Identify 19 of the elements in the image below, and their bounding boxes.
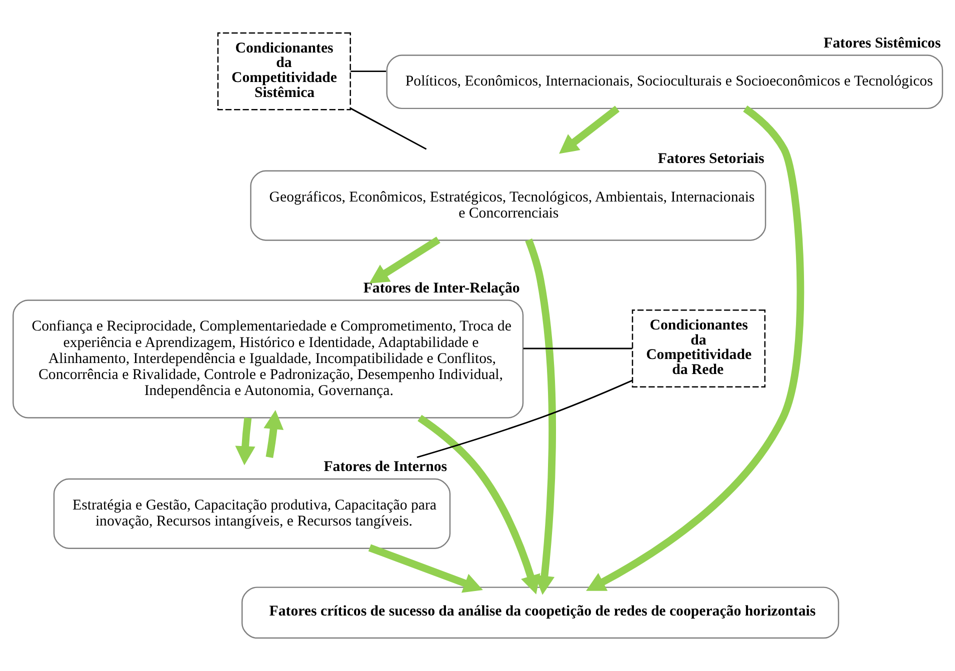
connector	[350, 108, 427, 150]
arrow	[559, 106, 620, 154]
arrow	[235, 418, 256, 466]
arrow	[264, 410, 284, 458]
node-box: Fatores críticos de sucesso da análise da coopetição de redes de cooperação horizontais	[241, 586, 840, 639]
arrow	[368, 544, 483, 593]
arrow	[369, 236, 440, 284]
arrow	[586, 106, 804, 591]
arrow	[525, 238, 556, 595]
node-label: Fatores Sistêmicos	[824, 35, 941, 52]
node-box: Condicionantes da Competitividade Sistêmica	[217, 32, 351, 110]
node-box: Condicionantes da Competitividade da Rede	[632, 310, 766, 388]
connector	[416, 380, 633, 458]
connector	[350, 70, 386, 72]
arrow	[418, 414, 540, 594]
connector	[523, 348, 632, 350]
node-label: Fatores Setoriais	[658, 151, 764, 168]
node-label: Fatores de Internos	[324, 459, 448, 476]
node-label: Fatores de Inter-Relação	[363, 280, 520, 296]
